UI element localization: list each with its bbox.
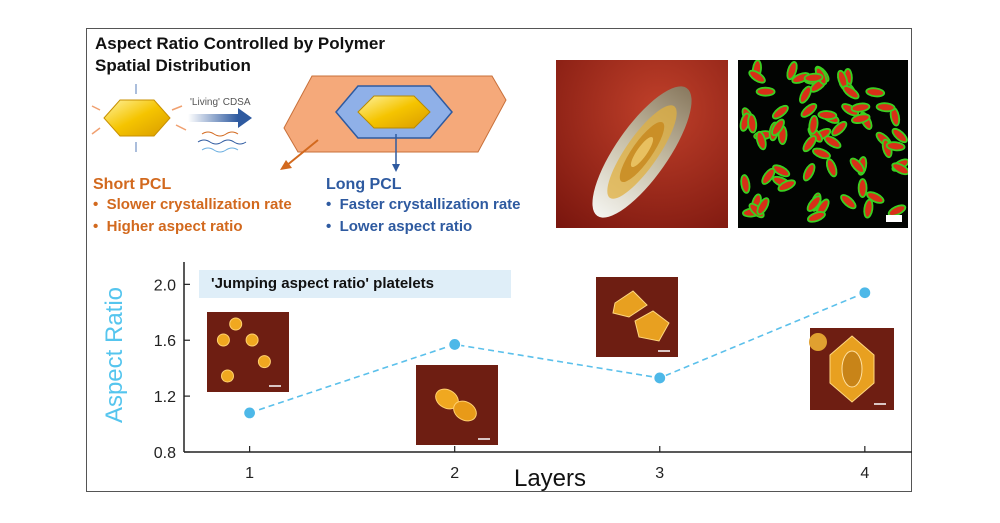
y-tick-label: 1.6 bbox=[154, 333, 176, 350]
y-tick-label: 1.2 bbox=[154, 389, 176, 406]
chart-tick-labels: 0.8 1.2 1.6 2.0 1 2 3 4 bbox=[154, 277, 870, 482]
data-point-2 bbox=[448, 337, 462, 352]
long-pcl-group: Long PCL • Faster crystallization rate •… bbox=[326, 176, 521, 238]
x-axis-label: Layers bbox=[514, 465, 586, 492]
y-axis-label: Aspect Ratio bbox=[101, 287, 128, 423]
x-tick-label: 4 bbox=[860, 465, 869, 482]
x-tick-label: 2 bbox=[450, 465, 459, 482]
cdsa-label: 'Living' CDSA bbox=[190, 97, 251, 108]
chart-axes bbox=[183, 262, 912, 453]
chart-marks bbox=[243, 286, 872, 420]
short-pcl-bullet-1: • Slower crystallization rate bbox=[93, 196, 292, 213]
afm-inset-3 bbox=[596, 277, 678, 357]
figure-title: Aspect Ratio Controlled by Polymer Spati… bbox=[95, 33, 385, 77]
x-tick-label: 3 bbox=[655, 465, 664, 482]
short-pcl-group: Short PCL • Slower crystallization rate … bbox=[93, 176, 292, 238]
scale-bar bbox=[886, 215, 902, 222]
title-line-2: Spatial Distribution bbox=[95, 56, 251, 75]
afm-inset-4 bbox=[809, 328, 894, 410]
cdsa-schematic bbox=[91, 75, 507, 172]
y-tick-label: 2.0 bbox=[154, 277, 176, 294]
short-pcl-bullet-2: • Higher aspect ratio bbox=[93, 218, 243, 235]
seed-platelet bbox=[91, 84, 187, 152]
afm-3d-image bbox=[556, 60, 728, 228]
long-pcl-title: Long PCL bbox=[326, 176, 402, 193]
growth-arrow bbox=[188, 108, 252, 153]
fluorescence-image bbox=[738, 60, 908, 228]
y-tick-label: 0.8 bbox=[154, 445, 176, 462]
afm-inset-2 bbox=[416, 365, 498, 445]
long-pcl-bullet-1: • Faster crystallization rate bbox=[326, 196, 521, 213]
x-tick-label: 1 bbox=[245, 465, 254, 482]
data-point-4 bbox=[858, 286, 872, 300]
layered-platelet bbox=[280, 75, 507, 172]
series-line bbox=[249, 291, 866, 414]
short-pcl-title: Short PCL bbox=[93, 176, 172, 193]
data-point-3 bbox=[653, 371, 667, 385]
data-point-1 bbox=[243, 406, 257, 420]
chart-insets bbox=[207, 277, 894, 445]
long-pcl-bullet-2: • Lower aspect ratio bbox=[326, 218, 473, 235]
title-line-1: Aspect Ratio Controlled by Polymer bbox=[95, 34, 385, 53]
afm-inset-1 bbox=[207, 312, 289, 392]
chart-annotation: 'Jumping aspect ratio' platelets bbox=[199, 270, 511, 298]
